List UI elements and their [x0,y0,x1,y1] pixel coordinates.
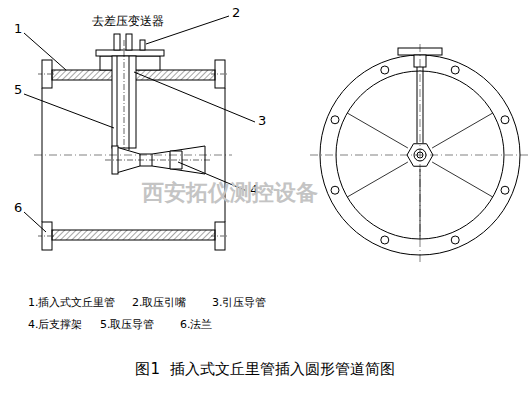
leader-line [24,94,114,128]
figure-caption: 图1 插入式文丘里管插入圆形管道简图 [135,360,394,378]
note-text: 去差压变送器 [92,14,164,28]
callout-number: 5 [14,82,22,98]
side-view [24,16,255,250]
callout-number: 1 [14,21,22,37]
part-list-item: 5.取压导管 [100,318,155,331]
end-view [310,44,530,262]
part-list-item: 1.插入式文丘里管 [28,296,116,309]
pipe-wall [52,230,215,240]
pressure-nozzle [114,34,120,50]
leader-line [24,212,46,232]
watermark: 西安拓仪测控设备 [142,180,318,206]
pressure-tube [112,56,136,148]
pressure-nozzle [126,34,132,50]
callout-number: 3 [258,113,266,129]
callout-number: 2 [232,5,240,21]
part-list-item: 3.引压导管 [212,296,267,309]
leader-line [134,72,255,122]
mount-plate [96,50,164,56]
leader-line [24,33,66,70]
part-list-item: 2.取压引嘴 [132,296,187,309]
part-list-item: 4.后支撑架 [28,318,83,331]
part-list-item: 6.法兰 [180,318,213,331]
callout-number: 6 [14,200,22,216]
